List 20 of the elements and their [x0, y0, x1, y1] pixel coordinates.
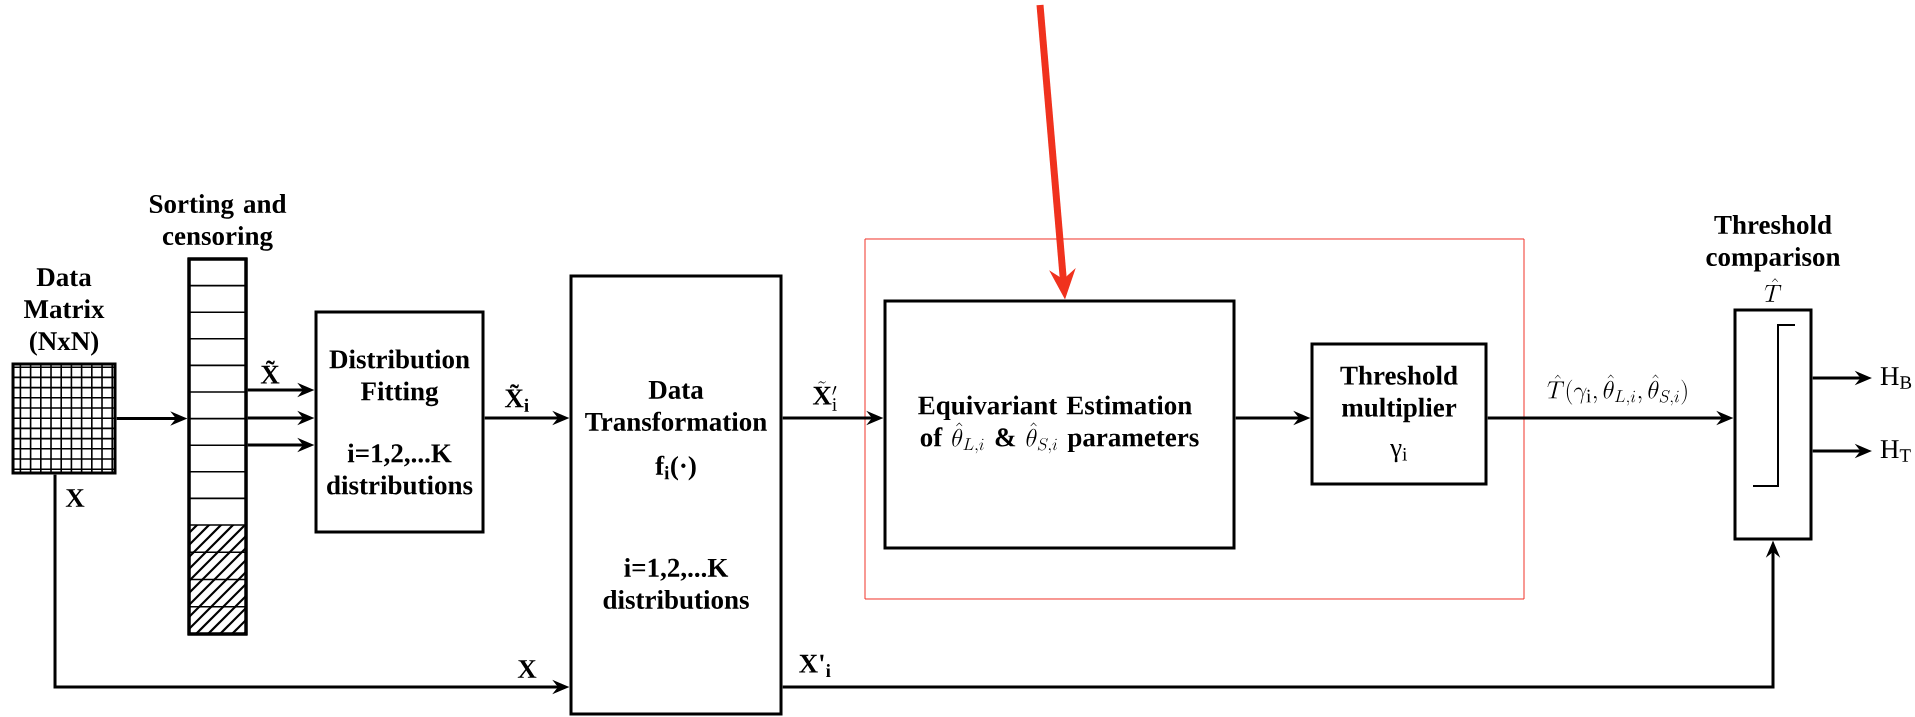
censoring-column	[187, 257, 248, 636]
edge-label: X̃$_{i}$	[503, 383, 531, 413]
edge-label: X'$_{i}$	[797, 653, 833, 679]
process-box: $\textbf{Equivariant Estimation}\ \allowbreak\textbf{of }\hat{\theta}_{L,i}\textbf{ \& }\hat{\theta}_{S,i}\textbf{ parameters}$	[883, 299, 1236, 550]
edge-label: $\tilde{\mathbf{X}}'_{\mathrm{i}}$	[811, 380, 839, 412]
block-heading: Data Matrix (NxN)	[24, 268, 105, 356]
process-box: Distribution Fitting i=1,2,...K distributions	[314, 310, 485, 534]
process-box: Threshold multiplier γ$_{i}$	[1310, 342, 1488, 486]
edge-label: X	[516, 659, 538, 679]
highlight-frame	[864, 238, 1525, 600]
edge-label: X̃	[259, 359, 281, 385]
threshold-comparator	[1733, 308, 1813, 541]
output-label: H$_{T}$	[1880, 440, 1911, 462]
block-heading: Sorting and censoring	[149, 194, 287, 251]
line-label: X	[65, 489, 85, 507]
edge-label: $\hat{T}(\gamma_{\mathrm{i}},\hat{\theta}_{L,i},\hat{\theta}_{S,i})$	[1545, 373, 1691, 407]
block-heading: Threshold comparison $\hat{T}$	[1706, 215, 1841, 302]
process-box: Data Transformation f$_{i}$(·) i=1,2,...K distributions	[569, 274, 783, 716]
output-label: H$_{B}$	[1880, 367, 1912, 389]
data-matrix-grid	[11, 362, 117, 475]
